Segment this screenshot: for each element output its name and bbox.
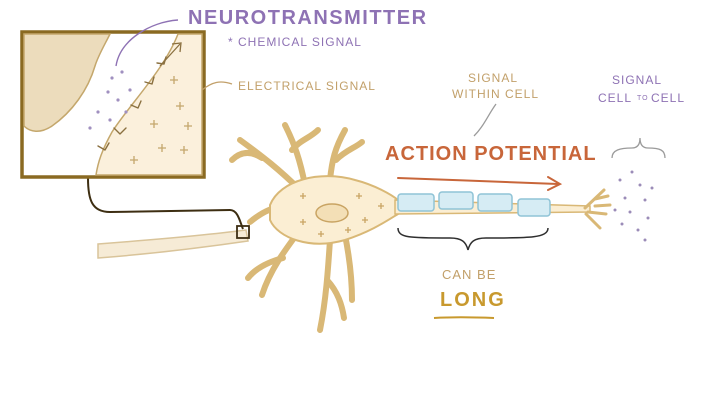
action-potential-arrow bbox=[397, 176, 563, 191]
signal-within-cell-line1: SIGNAL bbox=[468, 71, 519, 85]
action-potential-label: ACTION POTENTIAL bbox=[385, 143, 597, 165]
signal-cell-to-cell-line2: CELL bbox=[598, 91, 633, 105]
postsynaptic-cell bbox=[95, 33, 203, 176]
can-be-label: CAN BE bbox=[442, 267, 497, 282]
neurotransmitter-leader bbox=[115, 19, 179, 67]
signal-cell-to-cell-line3: CELL bbox=[651, 91, 686, 105]
receptors bbox=[97, 56, 167, 151]
within-cell-leader bbox=[473, 103, 497, 137]
myelin-segment bbox=[397, 193, 435, 212]
myelin-segment bbox=[477, 193, 513, 212]
myelin-segment bbox=[438, 191, 474, 210]
signal-within-cell-line2: WITHIN CELL bbox=[452, 87, 540, 101]
nucleus bbox=[315, 203, 349, 223]
within-cell-brace bbox=[397, 227, 549, 251]
presynaptic-terminal bbox=[23, 33, 112, 132]
chemical-signal-label: * CHEMICAL SIGNAL bbox=[228, 35, 362, 49]
callout-connector bbox=[87, 177, 244, 230]
myelin-sheaths bbox=[397, 191, 551, 217]
soma-charges bbox=[300, 193, 384, 237]
postsynaptic-charges bbox=[130, 76, 192, 164]
electrical-signal-arrow-inset bbox=[159, 42, 182, 67]
synapse-marker bbox=[236, 225, 250, 239]
cell-to-cell-brace bbox=[611, 137, 666, 159]
released-neurotransmitters bbox=[613, 170, 654, 242]
long-underline bbox=[433, 316, 495, 319]
synapse-inset bbox=[20, 30, 206, 179]
electrical-signal-leader bbox=[201, 81, 233, 91]
vesicle-dots bbox=[88, 70, 132, 130]
electrical-signal-label: ELECTRICAL SIGNAL bbox=[238, 79, 376, 93]
axon-terminals bbox=[583, 188, 612, 230]
long-label: LONG bbox=[440, 289, 506, 311]
neurotransmitter-label: NEUROTRANSMITTER bbox=[188, 7, 428, 29]
signal-cell-to-cell-line1: SIGNAL bbox=[612, 73, 663, 87]
signal-cell-to-cell-mid: TO bbox=[637, 95, 649, 102]
myelin-segment bbox=[517, 198, 551, 217]
incoming-axon bbox=[97, 229, 249, 259]
